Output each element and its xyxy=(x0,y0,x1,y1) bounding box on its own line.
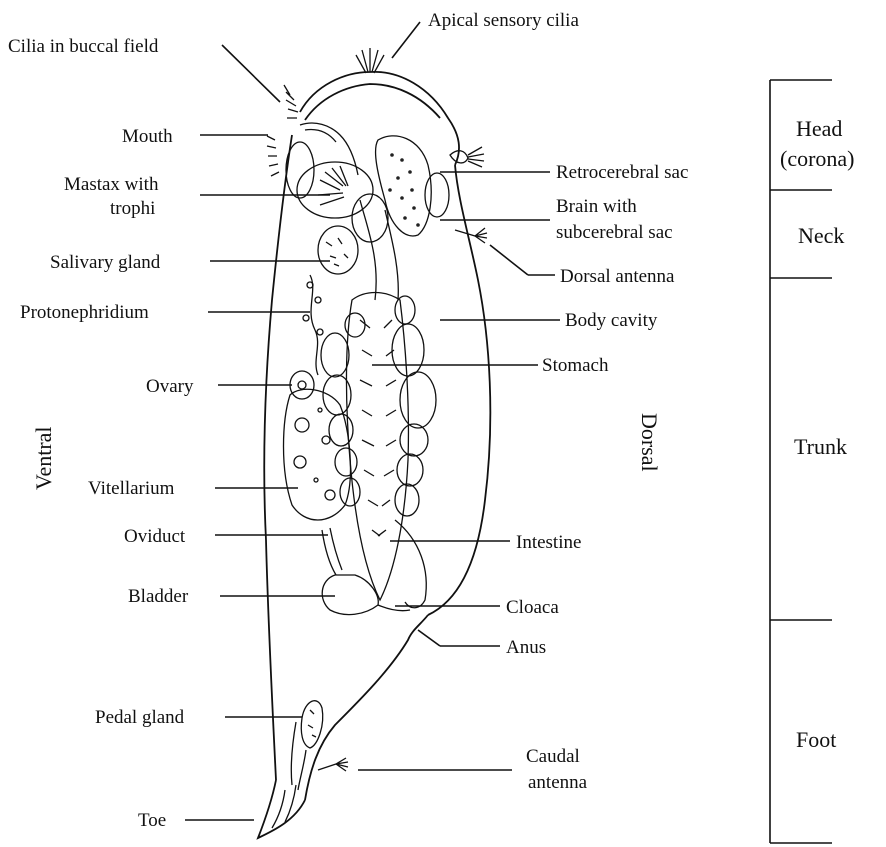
mastax xyxy=(297,162,373,218)
region-head-2: (corona) xyxy=(780,146,855,171)
label-anus: Anus xyxy=(506,637,546,658)
label-intestine: Intestine xyxy=(516,532,581,553)
label-brain-2: subcerebral sac xyxy=(556,222,673,243)
label-vitellarium: Vitellarium xyxy=(88,478,175,499)
label-pedal: Pedal gland xyxy=(95,707,185,728)
region-neck: Neck xyxy=(798,223,844,248)
leader-lines xyxy=(185,22,560,820)
corona-inner xyxy=(305,84,440,120)
region-head-1: Head xyxy=(796,116,842,141)
label-caudal-1: Caudal xyxy=(526,746,580,767)
label-dorsal: Dorsal xyxy=(637,413,662,472)
label-mastax-2: trophi xyxy=(110,198,155,219)
brain-shape xyxy=(425,173,449,217)
trophi xyxy=(318,166,348,205)
toe-inner xyxy=(272,785,296,828)
apical-cilia-tuft xyxy=(356,48,384,73)
gastric-cells-right xyxy=(392,296,436,516)
region-foot: Foot xyxy=(796,727,836,752)
pedal-gland-shape xyxy=(301,701,322,748)
label-retrocerebral: Retrocerebral sac xyxy=(556,162,688,183)
salivary-gland-shape xyxy=(318,226,358,274)
label-oviduct: Oviduct xyxy=(124,526,186,547)
protonephridium-tube xyxy=(310,275,318,375)
foot-outline xyxy=(305,615,428,800)
label-ventral: Ventral xyxy=(31,426,56,490)
label-dorsal-antenna: Dorsal antenna xyxy=(560,266,675,287)
vitellarium-shape xyxy=(284,389,351,520)
mastax-side xyxy=(286,142,314,198)
label-cloaca: Cloaca xyxy=(506,597,559,618)
esophagus xyxy=(360,200,398,300)
rotifer-body xyxy=(258,72,490,838)
head-outline xyxy=(300,72,459,165)
buccal-cilia xyxy=(267,85,298,176)
retrocerebral-dots xyxy=(388,153,420,227)
ventral-wall xyxy=(264,135,292,780)
dorsal-antenna-shape xyxy=(455,228,487,243)
label-apical-cilia: Apical sensory cilia xyxy=(428,10,579,31)
ovary-shape xyxy=(290,371,314,399)
label-body-cavity: Body cavity xyxy=(565,310,658,331)
stomach-lines xyxy=(360,320,396,536)
gastric-cells-left xyxy=(321,313,365,506)
buccal-tube-2 xyxy=(305,130,336,143)
stomach-shape xyxy=(346,293,408,601)
label-stomach: Stomach xyxy=(542,355,609,376)
label-mastax-1: Mastax with xyxy=(64,174,159,195)
region-trunk: Trunk xyxy=(794,434,847,459)
vitellarium-nuclei xyxy=(294,408,335,500)
label-caudal-2: antenna xyxy=(528,772,588,793)
dorsal-wall xyxy=(428,165,490,615)
label-mouth: Mouth xyxy=(122,126,173,147)
label-protonephridium: Protonephridium xyxy=(20,302,149,323)
label-brain-1: Brain with xyxy=(556,196,637,217)
label-toe: Toe xyxy=(138,810,166,831)
label-cilia-buccal: Cilia in buccal field xyxy=(8,36,159,57)
label-bladder: Bladder xyxy=(128,586,189,607)
label-salivary: Salivary gland xyxy=(50,252,161,273)
retrocerebral-sac-shape xyxy=(376,136,432,236)
caudal-antenna-shape xyxy=(318,758,348,771)
label-ovary: Ovary xyxy=(146,376,194,397)
bladder-shape xyxy=(322,575,378,615)
